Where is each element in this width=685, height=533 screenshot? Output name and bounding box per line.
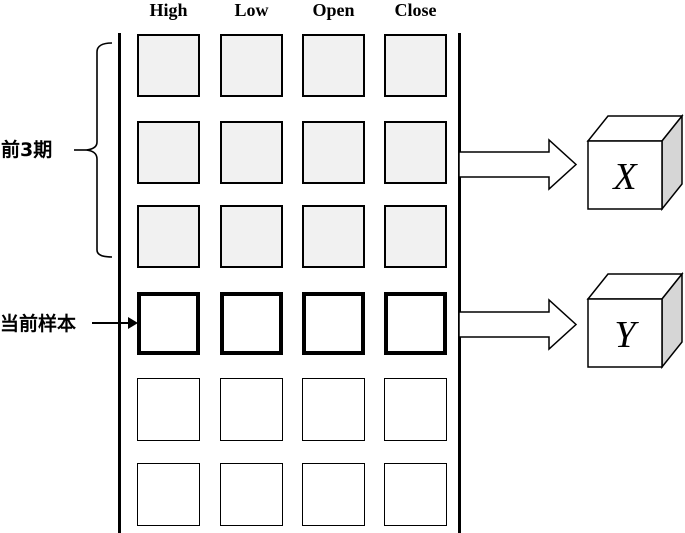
column-header-low: Low <box>234 0 269 20</box>
grid-cell-future-r5-c2 <box>220 378 283 441</box>
y-cube-front <box>587 298 663 368</box>
grid-cell-future-r5-c1 <box>137 378 200 441</box>
data-grid <box>137 34 447 526</box>
grid-cell-future-r6-c1 <box>137 463 200 526</box>
current-sample-label: 当前样本 <box>0 313 77 335</box>
grid-cell-history-r3-c2 <box>220 205 283 268</box>
grid-cell-current-r4-c3 <box>302 292 365 355</box>
grid-cell-history-r2-c2 <box>220 121 283 184</box>
grid-cell-history-r3-c1 <box>137 205 200 268</box>
grid-cell-current-r4-c1 <box>137 292 200 355</box>
grid-cell-history-r1-c2 <box>220 34 283 97</box>
grid-cell-history-r2-c1 <box>137 121 200 184</box>
arrow-to-y-cube <box>458 298 578 351</box>
x-cube: X <box>586 113 684 212</box>
current-sample-arrow <box>92 317 138 329</box>
grid-cell-history-r3-c3 <box>302 205 365 268</box>
grid-cell-history-r1-c3 <box>302 34 365 97</box>
column-header-open: Open <box>312 0 355 20</box>
x-cube-letter: X <box>611 156 638 198</box>
column-header-close: Close <box>394 0 437 20</box>
y-cube: Y <box>586 271 684 370</box>
grid-cell-history-r2-c3 <box>302 121 365 184</box>
grid-cell-future-r5-c4 <box>384 378 447 441</box>
grid-cell-history-r3-c4 <box>384 205 447 268</box>
brace-previous-periods <box>74 42 113 258</box>
table-right-rule <box>458 33 461 533</box>
grid-cell-history-r1-c4 <box>384 34 447 97</box>
grid-cell-future-r5-c3 <box>302 378 365 441</box>
grid-cell-future-r6-c3 <box>302 463 365 526</box>
grid-cell-history-r1-c1 <box>137 34 200 97</box>
grid-cell-current-r4-c2 <box>220 292 283 355</box>
y-cube-letter: Y <box>614 314 639 356</box>
previous-periods-label: 前3期 <box>1 139 53 161</box>
x-cube-front <box>587 140 663 210</box>
grid-cell-future-r6-c4 <box>384 463 447 526</box>
table-left-rule <box>118 33 121 533</box>
grid-cell-future-r6-c2 <box>220 463 283 526</box>
grid-cell-history-r2-c4 <box>384 121 447 184</box>
grid-cell-current-r4-c4 <box>384 292 447 355</box>
arrow-to-x-cube <box>458 138 578 191</box>
column-header-high: High <box>149 0 188 20</box>
